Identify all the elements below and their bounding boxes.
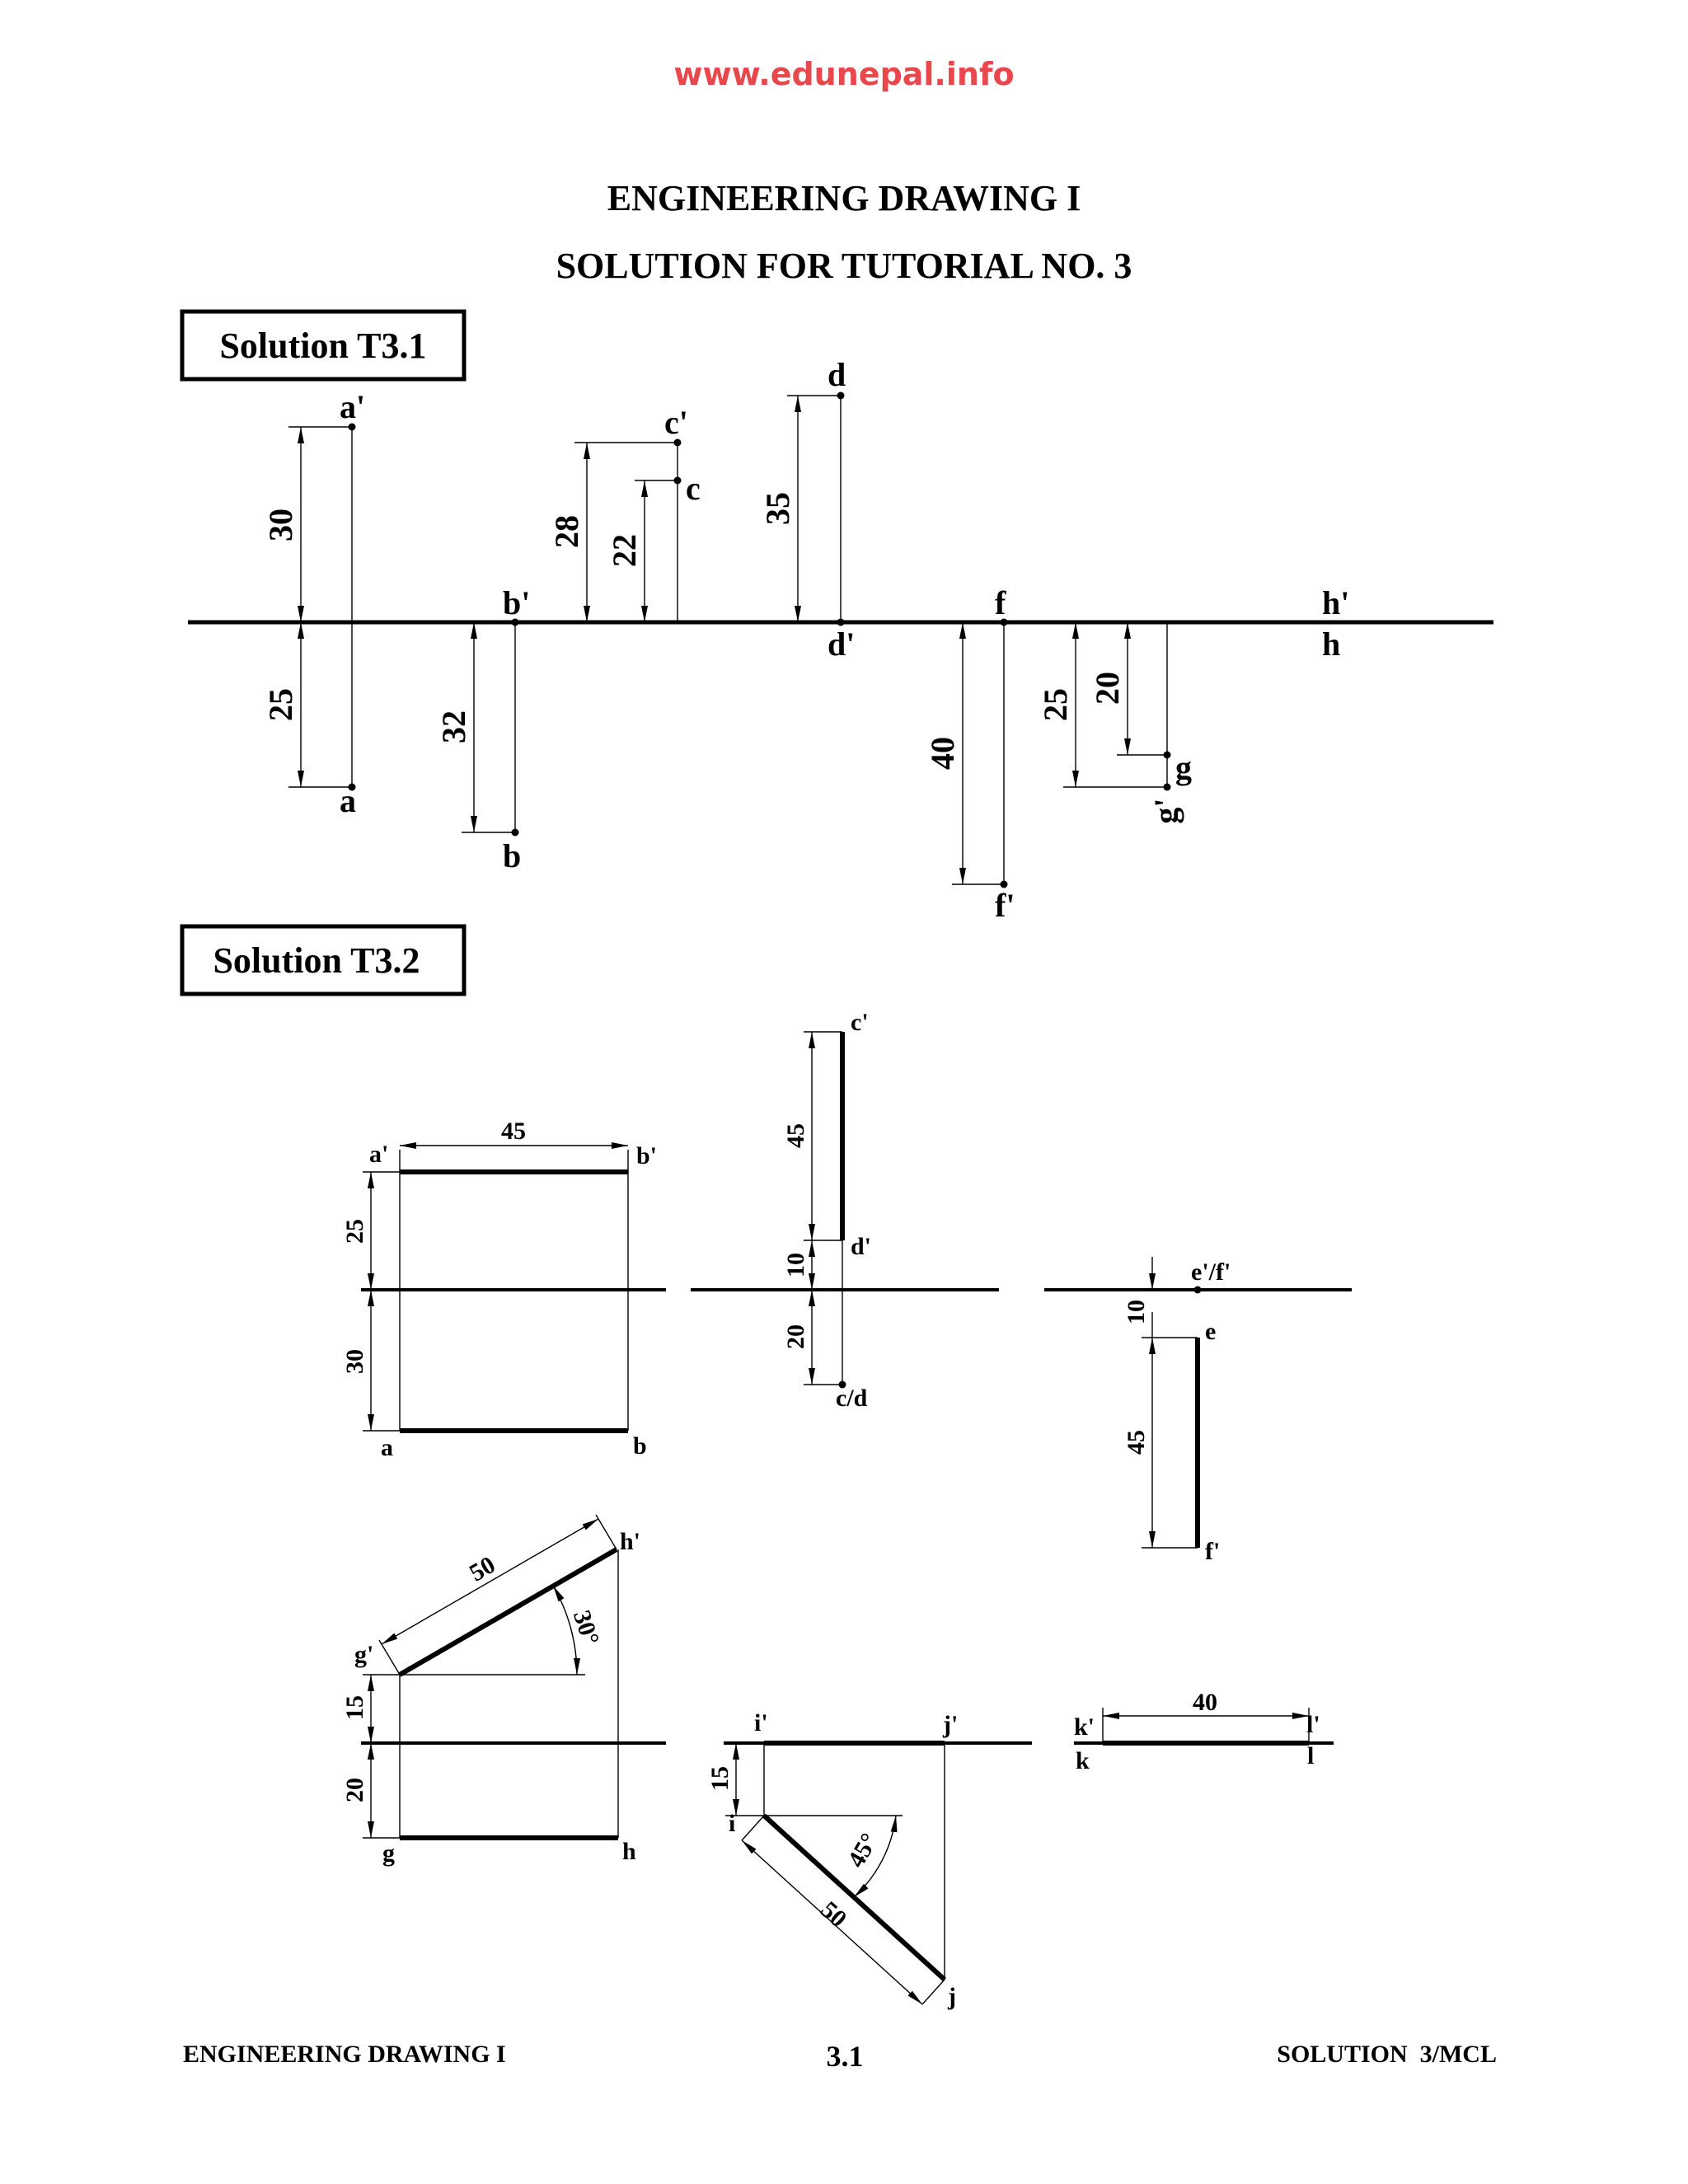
ab-a-prime: a' [369, 1141, 388, 1168]
ab-length-value: 45 [501, 1118, 526, 1145]
kl-k: k [1076, 1747, 1090, 1774]
ab-above-value: 25 [341, 1219, 368, 1244]
t32-line-gh: g' h' g h 50 30° 15 20 [341, 1514, 666, 1867]
ef-f: f' [1205, 1538, 1220, 1565]
ij-i: i [729, 1810, 735, 1837]
label-d: d [828, 356, 846, 393]
cd-c-prime: c' [851, 1009, 869, 1036]
ij-angle-arc [853, 1815, 898, 1898]
dim-a-down-value: 25 [262, 688, 299, 721]
ij-angle-value: 45° [842, 1829, 884, 1872]
ab-a: a [381, 1434, 393, 1461]
gh-angle-value: 30° [568, 1607, 604, 1648]
gh-g-prime: g' [354, 1641, 373, 1668]
gh-angle-arc [552, 1585, 581, 1675]
label-d-prime: d' [828, 626, 855, 663]
label-c: c [686, 470, 701, 507]
label-h: h [1322, 626, 1340, 663]
ab-b-prime: b' [636, 1142, 657, 1169]
dim-d-up-value: 35 [759, 492, 796, 525]
dim-c-top-value: 22 [606, 534, 643, 567]
dim-gh-length [381, 1518, 599, 1645]
ij-below-value: 15 [706, 1766, 734, 1791]
cd-d-prime: d' [851, 1233, 871, 1260]
ij-i-prime: i' [754, 1709, 768, 1736]
ij-j-prime: j' [942, 1711, 958, 1738]
label-h-prime: h' [1322, 584, 1349, 621]
website-watermark: www.edunepal.info [673, 56, 1014, 92]
t31-point-h: h' h [1322, 584, 1349, 663]
label-g-prime: g' [1147, 798, 1184, 823]
label-a: a [340, 782, 356, 819]
footer-left: ENGINEERING DRAWING I [183, 2041, 506, 2068]
ab-below-value: 30 [341, 1349, 368, 1374]
kl-length-value: 40 [1193, 1689, 1217, 1716]
ij-length-value: 50 [815, 1896, 851, 1933]
page-title: ENGINEERING DRAWING I [607, 178, 1081, 218]
footer-page-number: 3.1 [827, 2040, 864, 2073]
t31-point-c: c' c 28 22 [548, 404, 701, 622]
gh-length-value: 50 [465, 1551, 499, 1587]
cd-below-value: 20 [782, 1324, 809, 1349]
t32-line-cd: c' d' c/d 45 10 20 [691, 1009, 999, 1412]
ef-e-f-prime: e'/f' [1191, 1258, 1231, 1286]
gh-h-prime: h' [620, 1528, 640, 1555]
t32-label: Solution T3.2 [213, 940, 420, 981]
dim-g-top-value: 20 [1089, 672, 1126, 705]
ef-gap-value: 10 [1123, 1300, 1150, 1324]
kl-l-prime: l' [1306, 1711, 1320, 1738]
dim-c-front-value: 28 [548, 515, 585, 548]
dim-f-down-value: 40 [924, 737, 961, 770]
t31-point-f: f f' 40 [924, 584, 1015, 924]
t31-point-b: b' b 32 [435, 584, 530, 874]
t32-line-ij: i' j' i j 50 45° 15 [706, 1709, 1032, 2010]
kl-l: l [1307, 1742, 1314, 1769]
gh-h: h [622, 1838, 636, 1865]
dim-b-down-value: 32 [435, 710, 472, 743]
dim-g-front-value: 25 [1037, 688, 1074, 721]
gh-below-value: 20 [341, 1778, 368, 1802]
gh-above-value: 15 [341, 1695, 368, 1720]
label-f: f [995, 584, 1006, 621]
ef-e: e [1205, 1318, 1216, 1345]
label-g: g [1175, 749, 1192, 786]
dim-a-up-value: 30 [262, 509, 299, 541]
solution-t32: Solution T3.2 a' b' a b 45 25 30 [180, 924, 1352, 2010]
ij-j: j [947, 1983, 956, 2010]
gh-g: g [382, 1840, 395, 1867]
cd-length-value: 45 [782, 1123, 809, 1148]
t32-line-ab: a' b' a b 45 25 30 [341, 1118, 666, 1461]
solution-t31: Solution T3.1 a' a 30 25 b' b 32 [180, 309, 1493, 924]
t31-label: Solution T3.1 [219, 326, 426, 366]
t31-point-g: g g' 25 20 [1037, 622, 1192, 824]
t31-label-box [180, 309, 467, 382]
dim-ij-length [741, 1840, 923, 2005]
label-a-prime: a' [340, 388, 365, 425]
t32-line-kl: k' l' k l 40 [1074, 1689, 1334, 1774]
ab-b: b [633, 1432, 647, 1460]
t31-point-d: d d' 35 [759, 356, 855, 663]
label-f-prime: f' [995, 887, 1015, 924]
page-subtitle: SOLUTION FOR TUTORIAL NO. 3 [556, 246, 1132, 286]
label-c-prime: c' [664, 404, 688, 441]
t32-label-box [180, 924, 467, 996]
cd-above-value: 10 [782, 1253, 809, 1277]
t32-line-ef: e'/f' e f' 10 45 [1044, 1257, 1352, 1565]
footer-right: SOLUTION 3/MCL [1277, 2041, 1497, 2068]
label-b-prime: b' [503, 584, 530, 621]
cd-c-d: c/d [836, 1385, 868, 1412]
t31-point-a: a' a 30 25 [262, 388, 365, 819]
ef-length-value: 45 [1123, 1430, 1150, 1455]
label-b: b [503, 837, 521, 874]
kl-k-prime: k' [1074, 1713, 1095, 1741]
